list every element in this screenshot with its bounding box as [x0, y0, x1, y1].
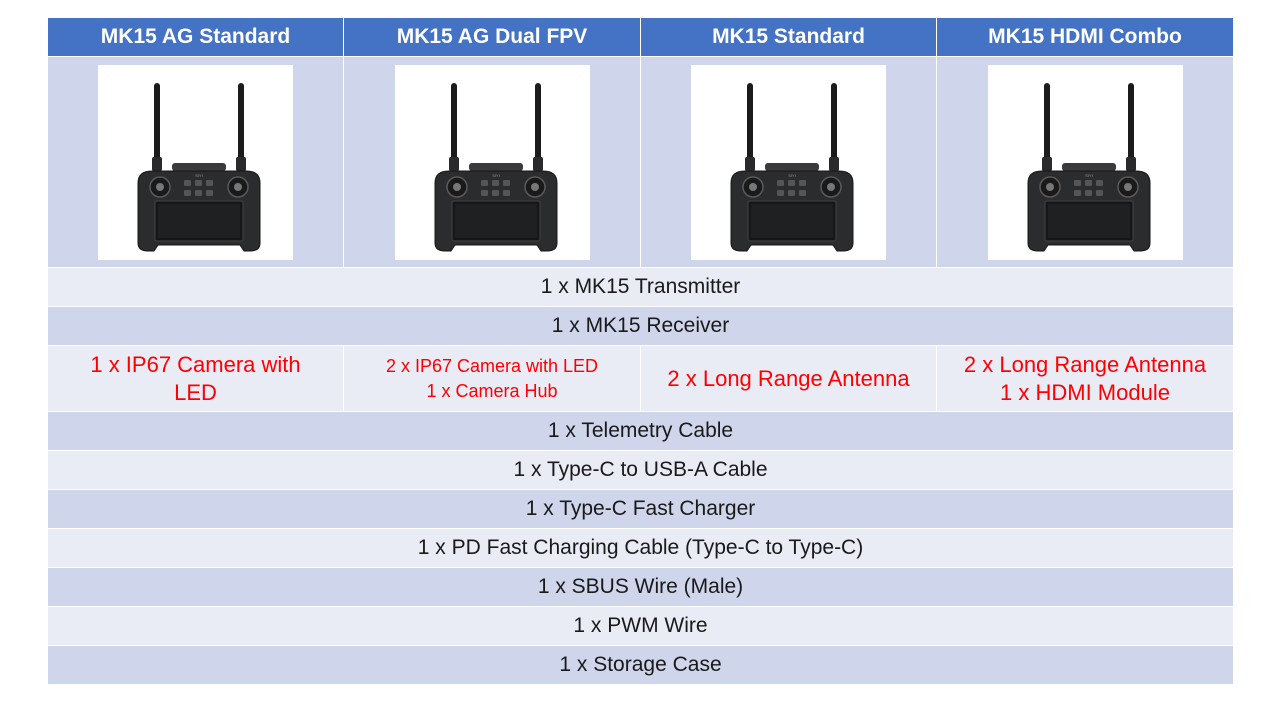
item-sbus-wire: 1 x SBUS Wire (Male)	[47, 567, 1234, 607]
variant-line: 1 x IP67 Camera with	[90, 351, 301, 377]
variant-hdmi-combo: 2 x Long Range Antenna 1 x HDMI Module	[936, 345, 1234, 412]
remote-controller-icon: SIYI	[98, 64, 293, 260]
variant-line: LED	[174, 379, 217, 405]
item-row: 1 x Type-C Fast Charger	[47, 489, 1234, 529]
image-cell-ag-standard: SIYI	[47, 56, 344, 268]
svg-text:SIYI: SIYI	[492, 173, 500, 178]
variant-ag-standard: 1 x IP67 Camera with LED	[47, 345, 344, 412]
header-row: MK15 AG Standard MK15 AG Dual FPV MK15 S…	[47, 17, 1234, 57]
variant-ag-dual-fpv: 2 x IP67 Camera with LED 1 x Camera Hub	[343, 345, 641, 412]
item-row: 1 x MK15 Receiver	[47, 306, 1234, 346]
item-telemetry-cable: 1 x Telemetry Cable	[47, 411, 1234, 451]
variant-line: 2 x Long Range Antenna	[963, 351, 1207, 377]
remote-controller-icon: SIYI	[691, 64, 886, 260]
item-receiver: 1 x MK15 Receiver	[47, 306, 1234, 346]
item-pd-cable: 1 x PD Fast Charging Cable (Type-C to Ty…	[47, 528, 1234, 568]
header-mk15-hdmi-combo: MK15 HDMI Combo	[936, 17, 1234, 57]
header-mk15-standard: MK15 Standard	[640, 17, 937, 57]
remote-controller-drawing: SIYI	[137, 82, 261, 251]
image-cell-standard: SIYI	[640, 56, 937, 268]
image-cell-ag-dual-fpv: SIYI	[343, 56, 641, 268]
variant-items-row: 1 x IP67 Camera with LED 2 x IP67 Camera…	[47, 345, 1234, 412]
item-pwm-wire: 1 x PWM Wire	[47, 606, 1234, 646]
item-row: 1 x PD Fast Charging Cable (Type-C to Ty…	[47, 528, 1234, 568]
remote-controller-drawing: SIYI	[434, 82, 557, 251]
remote-controller-drawing: SIYI	[730, 82, 854, 251]
svg-text:SIYI: SIYI	[1085, 173, 1093, 178]
package-contents-table: MK15 AG Standard MK15 AG Dual FPV MK15 S…	[47, 17, 1234, 685]
remote-controller-icon: SIYI	[394, 64, 590, 260]
remote-controller-icon: SIYI	[987, 64, 1183, 260]
header-mk15-ag-dual-fpv: MK15 AG Dual FPV	[343, 17, 641, 57]
remote-controller-drawing: SIYI	[1027, 82, 1150, 251]
svg-text:SIYI: SIYI	[195, 173, 203, 178]
variant-line: 1 x HDMI Module	[1000, 379, 1170, 405]
item-row: 1 x SBUS Wire (Male)	[47, 567, 1234, 607]
product-image-row: SIYI SIYI SIYI SIYI	[47, 56, 1234, 268]
image-cell-hdmi-combo: SIYI	[936, 56, 1234, 268]
variant-line: 1 x Camera Hub	[426, 380, 558, 401]
item-row: 1 x MK15 Transmitter	[47, 267, 1234, 307]
item-row: 1 x PWM Wire	[47, 606, 1234, 646]
item-row: 1 x Storage Case	[47, 645, 1234, 685]
item-usb-cable: 1 x Type-C to USB-A Cable	[47, 450, 1234, 490]
header-mk15-ag-standard: MK15 AG Standard	[47, 17, 344, 57]
variant-line: 2 x Long Range Antenna	[667, 365, 910, 391]
item-fast-charger: 1 x Type-C Fast Charger	[47, 489, 1234, 529]
variant-standard: 2 x Long Range Antenna	[640, 345, 937, 412]
svg-text:SIYI: SIYI	[788, 173, 796, 178]
item-row: 1 x Telemetry Cable	[47, 411, 1234, 451]
item-storage-case: 1 x Storage Case	[47, 645, 1234, 685]
variant-line: 2 x IP67 Camera with LED	[385, 355, 599, 376]
item-row: 1 x Type-C to USB-A Cable	[47, 450, 1234, 490]
item-transmitter: 1 x MK15 Transmitter	[47, 267, 1234, 307]
